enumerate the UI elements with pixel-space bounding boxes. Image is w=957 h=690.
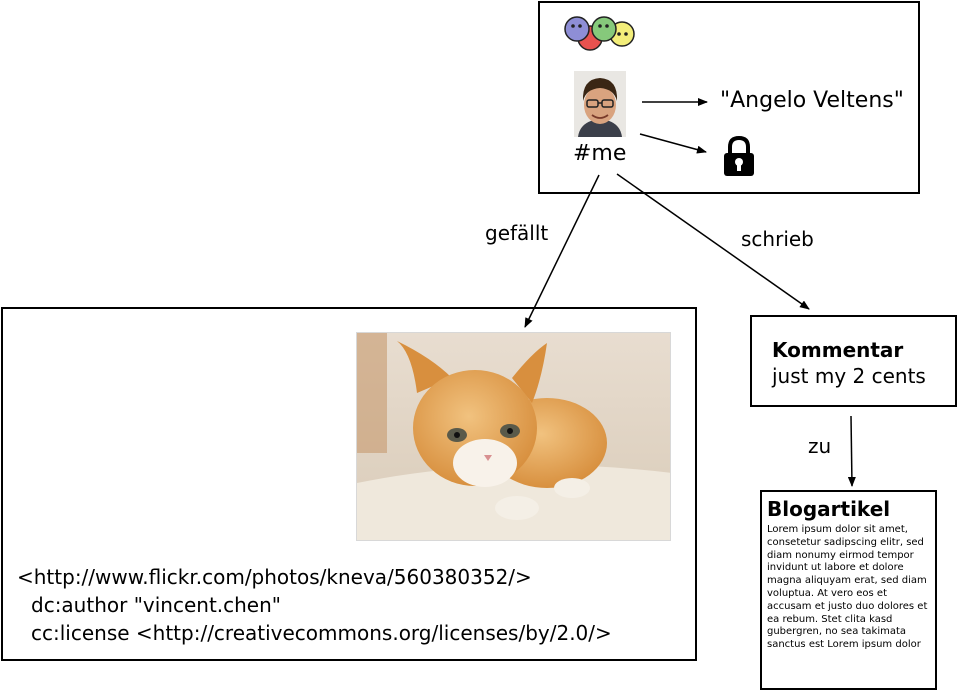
avatar-photo xyxy=(574,71,626,137)
to-edge-label: zu xyxy=(808,434,832,458)
license-triple: cc:license <http://creativecommons.org/l… xyxy=(31,621,612,645)
resource-uri: <http://www.flickr.com/photos/kneva/5603… xyxy=(17,565,532,589)
blog-title: Blogartikel xyxy=(767,497,891,521)
to-arrow xyxy=(847,415,856,487)
lock-arrow xyxy=(639,133,707,154)
author-triple: dc:author "vincent.chen" xyxy=(31,593,281,617)
blog-body-text: Lorem ipsum dolor sit amet, consetetur s… xyxy=(767,524,928,651)
blog-article-box xyxy=(760,490,937,690)
foaf-logo-icon xyxy=(564,16,635,51)
comment-title: Kommentar xyxy=(772,338,904,362)
name-literal: "Angelo Veltens" xyxy=(720,88,904,113)
kitten-photo xyxy=(356,332,671,541)
wrote-arrow xyxy=(616,173,810,310)
likes-edge-label: gefällt xyxy=(485,221,549,245)
wrote-edge-label: schrieb xyxy=(741,227,814,251)
likes-arrow xyxy=(524,174,600,328)
comment-text: just my 2 cents xyxy=(772,364,926,388)
lock-icon xyxy=(724,135,754,176)
me-node-label: #me xyxy=(573,141,627,166)
comment-node-box xyxy=(750,315,957,407)
